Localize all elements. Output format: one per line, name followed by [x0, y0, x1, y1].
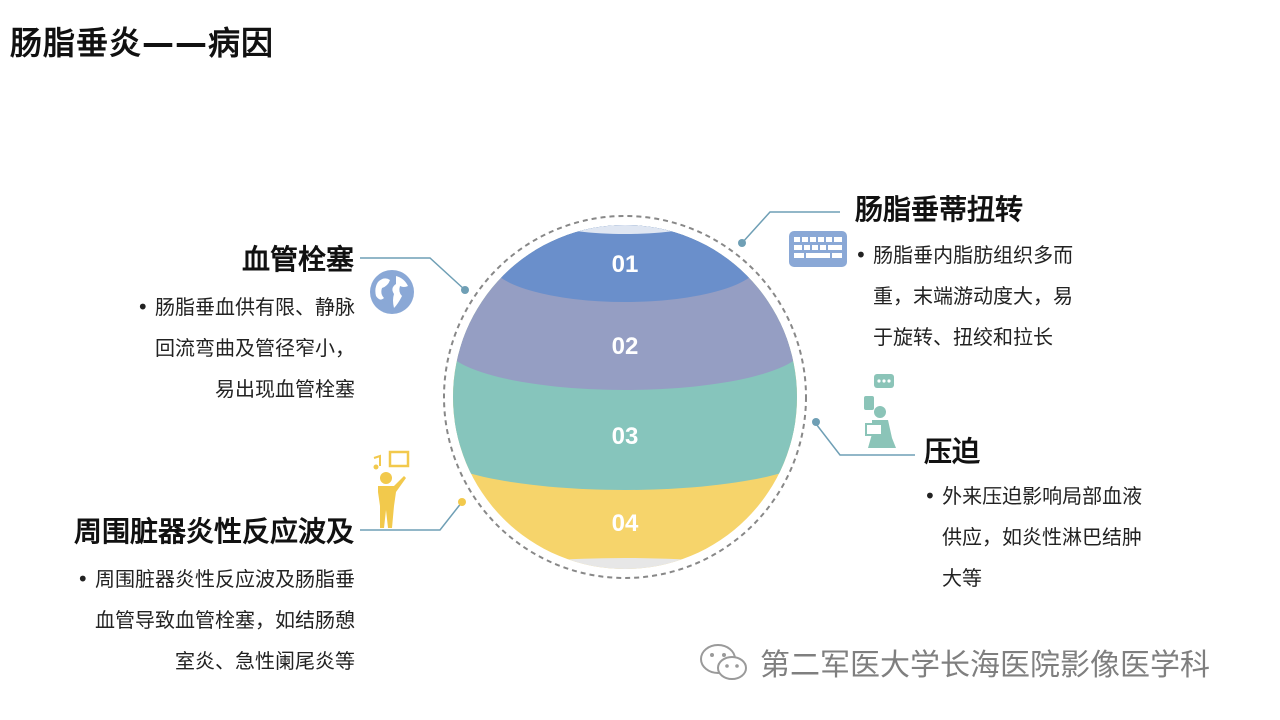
layer-label-04: 04 — [612, 510, 639, 537]
text-line: • 肠脂垂内脂肪组织多而 — [855, 243, 1074, 267]
connector-top-right — [741, 211, 840, 244]
sphere-top-highlight — [563, 225, 687, 234]
text-line: 重，末端游动度大，易 — [873, 284, 1073, 308]
connector-dot-top-left — [461, 286, 469, 294]
text-line: • 外来压迫影响局部血液 — [924, 484, 1143, 508]
connector-dot-bottom-left — [458, 498, 466, 506]
presenter-icon — [373, 450, 410, 528]
layer-label-03: 03 — [612, 423, 639, 450]
connector-top-left — [360, 257, 466, 291]
wechat-icon — [700, 644, 747, 680]
keyboard-icon — [789, 231, 847, 267]
connector-dot-bottom-right — [812, 418, 820, 426]
layer-label-01: 01 — [612, 251, 639, 278]
text-line: 于旋转、扭绞和拉长 — [873, 325, 1053, 349]
sphere-outer-ring — [443, 215, 807, 579]
page-title: 肠脂垂炎——病因 — [10, 24, 275, 62]
connector-bottom-right — [812, 419, 915, 456]
watermark-text: 第二军医大学长海医院影像医学科 — [760, 648, 1210, 683]
heading-vascular-embolism: 血管栓塞 — [241, 243, 354, 276]
heading-torsion: 肠脂垂蒂扭转 — [855, 193, 1024, 226]
heading-compression: 压迫 — [924, 435, 981, 468]
person-laptop-icon — [864, 374, 896, 448]
text-line: 回流弯曲及管径窄小， — [155, 336, 355, 360]
text-line: • 周围脏器炎性反应波及肠脂垂 — [76, 567, 355, 591]
text-inflammation-spread: • 周围脏器炎性反应波及肠脂垂 血管导致血管栓塞，如结肠憩 室炎、急性阑尾炎等 — [77, 559, 355, 682]
text-line: 大等 — [942, 566, 982, 590]
text-torsion: • 肠脂垂内脂肪组织多而 重，末端游动度大，易 于旋转、扭绞和拉长 — [855, 235, 1073, 358]
connector-bottom-left — [360, 501, 463, 531]
text-line: 易出现血管栓塞 — [215, 377, 355, 401]
text-line: 供应，如炎性淋巴结肿 — [942, 525, 1142, 549]
text-vascular-embolism: • 肠脂垂血供有限、静脉 回流弯曲及管径窄小， 易出现血管栓塞 — [137, 287, 355, 410]
text-line: • 肠脂垂血供有限、静脉 — [136, 295, 355, 319]
watermark: 第二军医大学长海医院影像医学科 — [698, 640, 1210, 684]
connector-dot-top-right — [738, 239, 746, 247]
heading-inflammation-spread: 周围脏器炎性反应波及 — [73, 515, 354, 548]
globe-icon — [370, 270, 414, 314]
text-line: 室炎、急性阑尾炎等 — [175, 649, 355, 673]
text-line: 血管导致血管栓塞，如结肠憩 — [95, 608, 355, 632]
layer-label-02: 02 — [612, 333, 639, 360]
text-compression: • 外来压迫影响局部血液 供应，如炎性淋巴结肿 大等 — [924, 476, 1142, 599]
